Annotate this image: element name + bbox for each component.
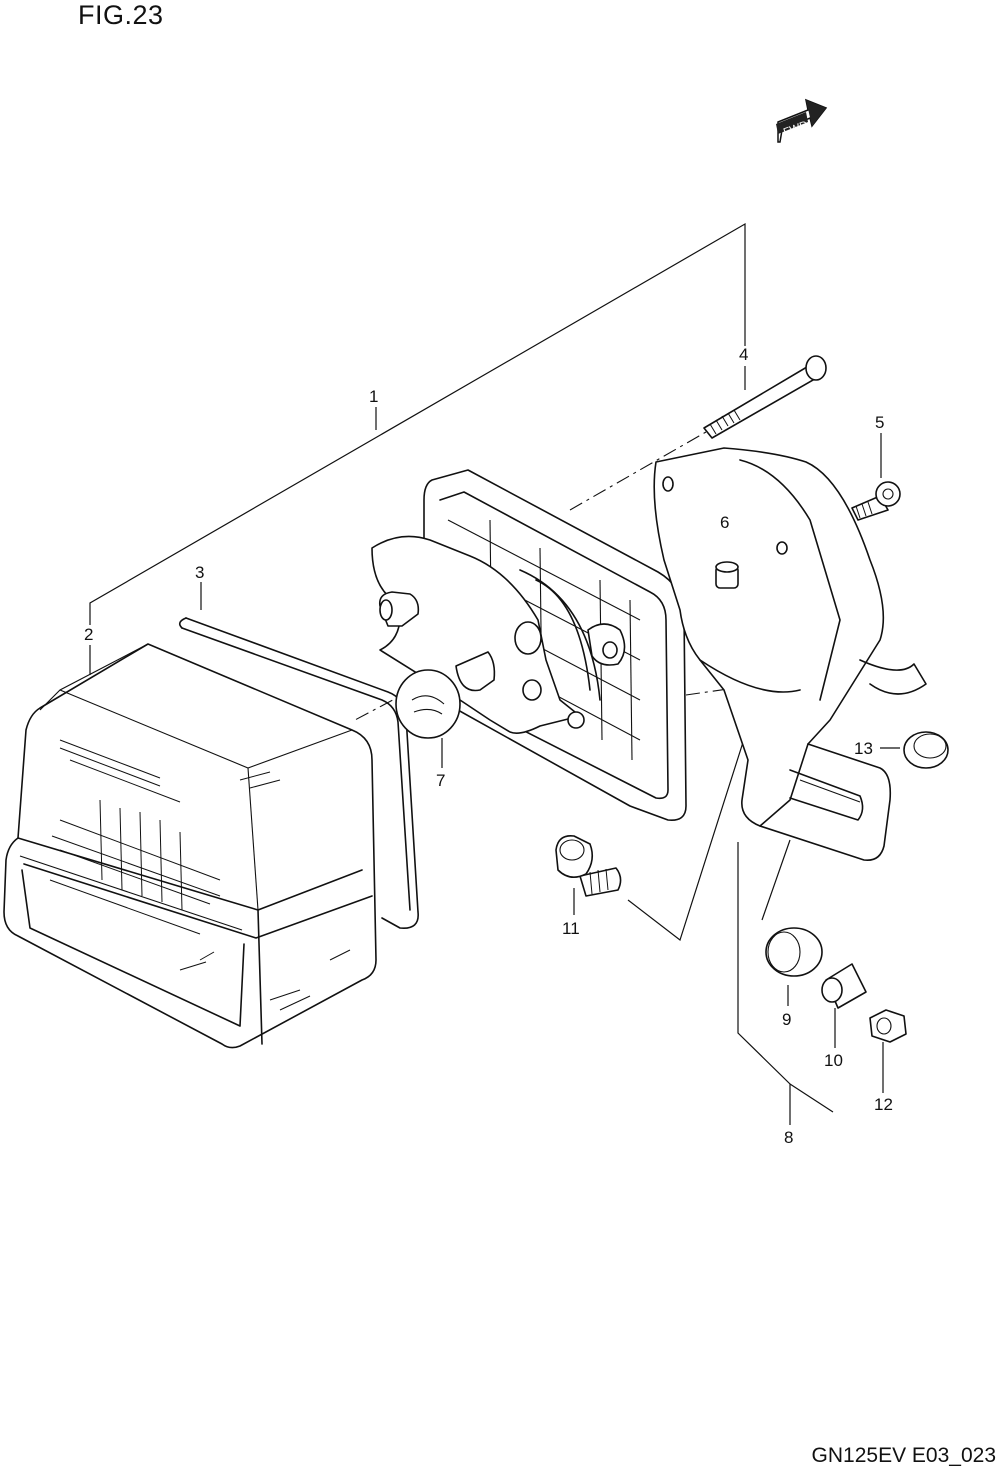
part-11-bolt xyxy=(555,834,622,897)
callout-3: 3 xyxy=(195,563,204,582)
part-2-lens xyxy=(3,643,377,1049)
forward-arrow-icon: FWD xyxy=(776,98,828,143)
callout-7: 7 xyxy=(436,771,445,790)
part-7-bulb xyxy=(395,651,496,739)
callout-4: 4 xyxy=(739,345,748,364)
part-3-gasket xyxy=(178,617,419,929)
part-10-collar xyxy=(821,963,867,1009)
callout-13: 13 xyxy=(854,739,873,758)
figure-title: FIG.23 xyxy=(78,0,164,30)
part-1-housing xyxy=(371,469,687,822)
part-13-grommet xyxy=(903,731,949,769)
part-9-rubber xyxy=(765,927,823,977)
mounting-bracket xyxy=(653,447,927,862)
leader-lines xyxy=(89,222,900,1125)
callout-10: 10 xyxy=(824,1051,843,1070)
callout-2: 2 xyxy=(84,625,93,644)
callout-5: 5 xyxy=(875,413,884,432)
callout-6: 6 xyxy=(720,513,729,532)
callout-8: 8 xyxy=(784,1128,793,1147)
callout-9: 9 xyxy=(782,1010,791,1029)
callout-12: 12 xyxy=(874,1095,893,1114)
callout-labels: 1 2 3 4 5 6 7 8 9 10 11 12 13 xyxy=(84,345,893,1147)
callout-11: 11 xyxy=(562,919,580,938)
part-6-collar xyxy=(715,561,739,589)
part-5-screw xyxy=(851,481,901,521)
callout-1: 1 xyxy=(369,387,378,406)
drawing-code: GN125EV E03_023 xyxy=(811,1444,996,1467)
part-12-nut xyxy=(869,1009,907,1043)
part-4-screw xyxy=(703,355,827,439)
